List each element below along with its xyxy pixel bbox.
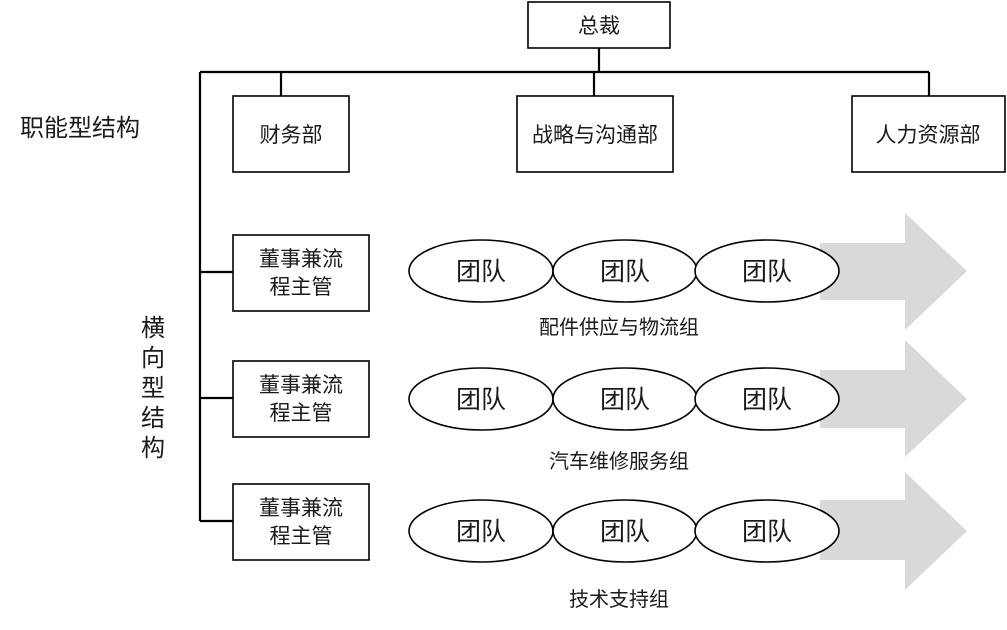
team-label: 团队 <box>742 257 792 286</box>
team-ellipse <box>694 239 840 303</box>
group-tech-support-label: 技术支持组 <box>569 587 669 611</box>
team-label: 团队 <box>600 385 650 414</box>
group-parts-logistics: 团队 团队 团队 配件供应与物流组 <box>408 239 840 339</box>
team-label: 团队 <box>456 517 506 546</box>
process-manager-3-line-1: 董事兼流 <box>259 496 343 520</box>
group-parts-logistics-label: 配件供应与物流组 <box>539 315 699 339</box>
horizontal-structure-label: 横 向 型 结 构 <box>141 314 165 462</box>
horizontal-label-char-2: 向 <box>141 344 165 372</box>
department-finance: 财务部 <box>232 95 350 173</box>
horizontal-label-char-3: 型 <box>141 374 165 402</box>
ceo-label: 总裁 <box>578 14 620 38</box>
team-label: 团队 <box>742 517 792 546</box>
team-label: 团队 <box>600 257 650 286</box>
process-manager-1-line-1: 董事兼流 <box>259 247 343 271</box>
team-label: 团队 <box>456 385 506 414</box>
ceo-node: 总裁 <box>527 1 671 49</box>
team-ellipse <box>694 367 840 431</box>
department-strategy-communication: 战略与沟通部 <box>516 95 674 173</box>
department-finance-label: 财务部 <box>260 123 323 147</box>
process-manager-2-line-2: 程主管 <box>270 401 333 425</box>
group-auto-repair: 团队 团队 团队 汽车维修服务组 <box>408 367 840 473</box>
process-arrow-2 <box>820 340 967 457</box>
team-label: 团队 <box>742 385 792 414</box>
connector-lines <box>198 48 931 523</box>
group-auto-repair-label: 汽车维修服务组 <box>549 449 689 473</box>
horizontal-label-char-1: 横 <box>141 314 165 342</box>
process-manager-3-line-2: 程主管 <box>270 524 333 548</box>
process-manager-3: 董事兼流 程主管 <box>232 483 370 561</box>
department-strategy-label: 战略与沟通部 <box>532 123 658 147</box>
process-arrow-3 <box>820 472 967 590</box>
process-arrows <box>820 213 967 590</box>
team-label: 团队 <box>456 257 506 286</box>
process-manager-2-line-1: 董事兼流 <box>259 373 343 397</box>
team-label: 团队 <box>600 517 650 546</box>
group-tech-support: 团队 团队 团队 技术支持组 <box>408 499 840 611</box>
horizontal-label-char-4: 结 <box>141 404 165 432</box>
process-manager-1: 董事兼流 程主管 <box>232 234 370 312</box>
process-arrow-1 <box>820 213 967 330</box>
department-hr-label: 人力资源部 <box>876 123 981 147</box>
process-manager-1-line-2: 程主管 <box>270 275 333 299</box>
horizontal-label-char-5: 构 <box>141 434 165 462</box>
department-hr: 人力资源部 <box>851 95 1006 173</box>
functional-structure-label: 职能型结构 <box>20 114 140 142</box>
team-ellipse <box>694 499 840 563</box>
process-manager-2: 董事兼流 程主管 <box>232 360 370 438</box>
